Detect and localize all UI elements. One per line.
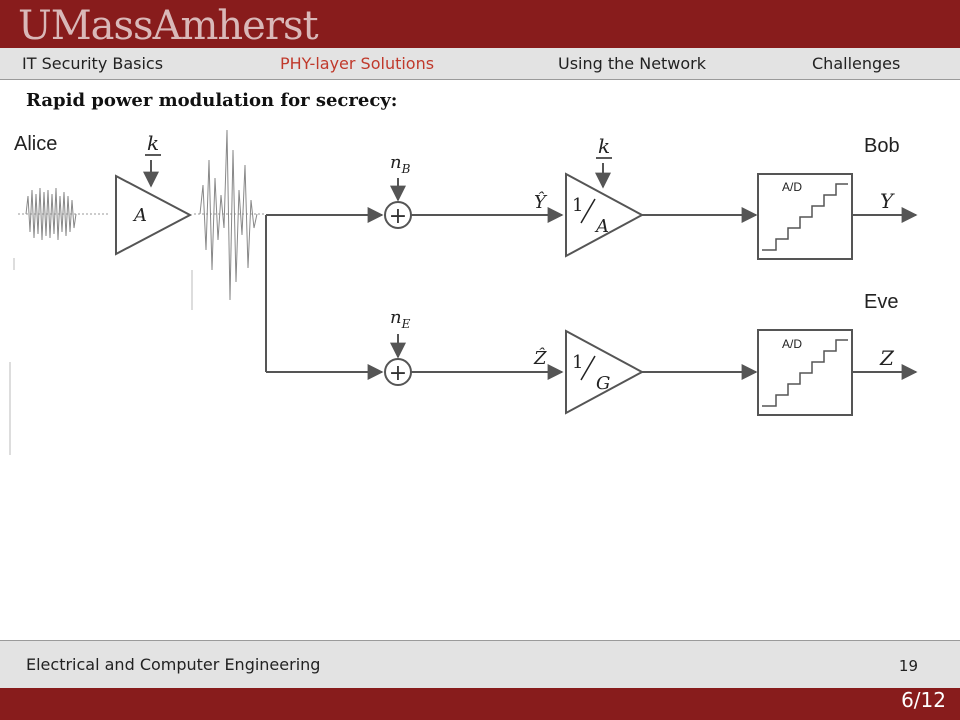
bob-input-label: Ŷ xyxy=(534,190,548,213)
adder-bob-plus: + xyxy=(389,204,407,229)
nav-item-phy-layer-solutions[interactable]: PHY-layer Solutions xyxy=(280,54,435,73)
amplifier-a xyxy=(115,174,193,256)
bob-gain-num: 1 xyxy=(572,195,583,216)
slide-title: Rapid power modulation for secrecy: xyxy=(26,90,398,111)
key-bob: k xyxy=(598,134,610,158)
amplifier-bob xyxy=(565,172,645,258)
nav-item-it-security-basics[interactable]: IT Security Basics xyxy=(22,54,164,73)
adc-eve-label: A/D xyxy=(782,337,802,351)
amplifier-eve xyxy=(565,329,645,415)
alice-label: Alice xyxy=(14,133,57,155)
bob-label: Bob xyxy=(864,135,900,157)
input-waveform xyxy=(9,187,110,455)
bottom-bar: 6/12 xyxy=(0,688,960,720)
eve-gain-den: G xyxy=(596,373,610,394)
bob-gain-den: A xyxy=(594,216,609,237)
key-alice: k xyxy=(147,131,159,155)
noise-bob-label: nB xyxy=(390,152,411,176)
page-number: 19 xyxy=(898,657,918,675)
amp-a-label: A xyxy=(132,205,147,226)
eve-gain-num: 1 xyxy=(572,352,583,373)
footer-bar: Electrical and Computer Engineering 19 xyxy=(0,640,960,688)
adc-bob-label: A/D xyxy=(782,180,802,194)
power-modulation-diagram: Alice Bob Eve k A nB + nE + Ŷ Ẑ k xyxy=(9,129,918,455)
department-name: Electrical and Computer Engineering xyxy=(26,655,321,674)
nav-item-challenges[interactable]: Challenges xyxy=(812,54,901,73)
section-nav: IT Security Basics PHY-layer Solutions U… xyxy=(0,48,960,80)
nav-item-using-the-network[interactable]: Using the Network xyxy=(558,54,707,73)
adc-bob-staircase xyxy=(762,183,848,251)
umass-logo: UMassAmherst xyxy=(18,3,319,49)
adder-eve-plus: + xyxy=(389,361,407,386)
modulated-waveform xyxy=(191,129,264,310)
eve-label: Eve xyxy=(864,291,898,313)
slide-counter: 6/12 xyxy=(901,688,946,712)
bob-output-label: Y xyxy=(880,189,895,213)
eve-input-label: Ẑ xyxy=(533,346,547,369)
adc-eve-staircase xyxy=(762,339,848,407)
eve-output-label: Z xyxy=(879,346,895,370)
noise-eve-label: nE xyxy=(390,307,411,331)
header-bar: UMassAmherst xyxy=(0,0,960,48)
